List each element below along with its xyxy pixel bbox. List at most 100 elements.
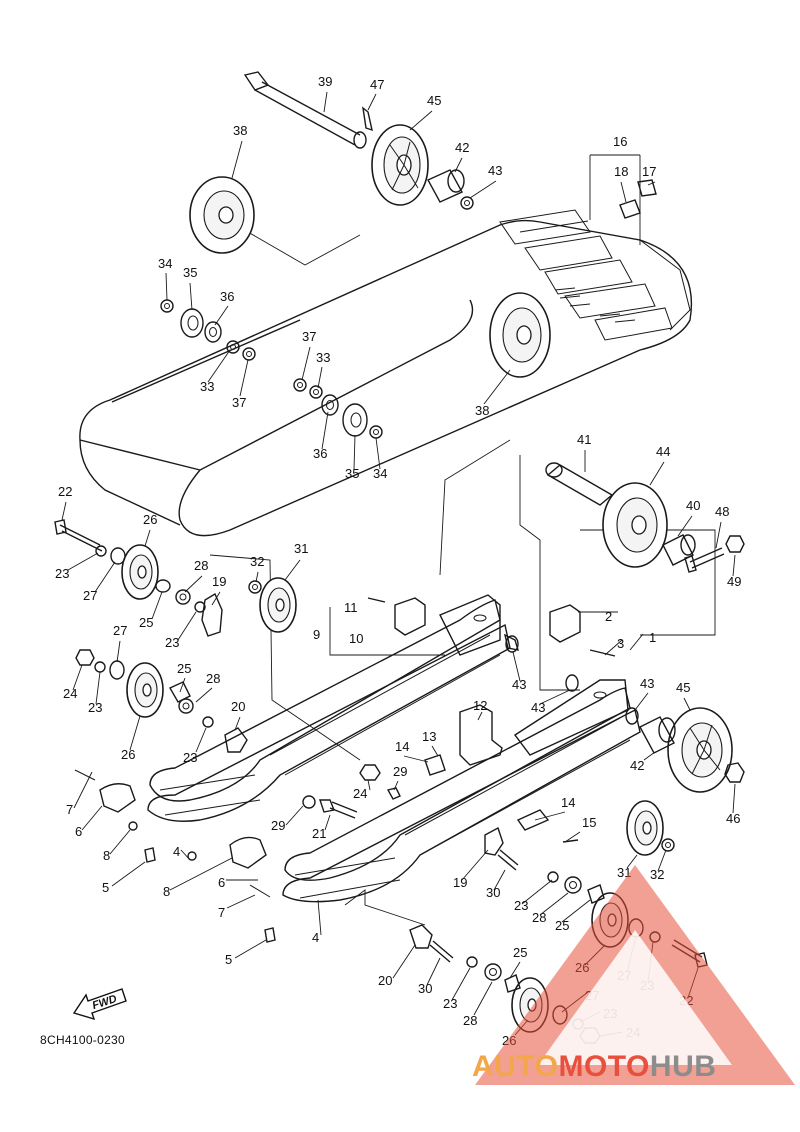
callout: 49 xyxy=(727,574,741,589)
callout: 14 xyxy=(561,795,575,810)
callout: 36 xyxy=(220,289,234,304)
callout: 28 xyxy=(463,1013,477,1028)
callout: 23 xyxy=(183,750,197,765)
watermark-text: AUTOMOTOHUB xyxy=(472,1050,797,1084)
callout: 29 xyxy=(271,818,285,833)
callout: 12 xyxy=(473,698,487,713)
callout: 6 xyxy=(218,875,225,890)
callout: 7 xyxy=(218,905,225,920)
callout: 27 xyxy=(113,623,127,638)
callout: 17 xyxy=(642,164,656,179)
callout: 43 xyxy=(531,700,545,715)
clips-17-18 xyxy=(619,179,657,219)
callout: 20 xyxy=(231,699,245,714)
callout: 23 xyxy=(443,996,457,1011)
callout: 23 xyxy=(165,635,179,650)
diagram-code-label: 8CH4100-0230 xyxy=(40,1033,125,1047)
callout: 33 xyxy=(316,350,330,365)
callout: 47 xyxy=(370,77,384,92)
callout: 44 xyxy=(656,444,670,459)
callout: 15 xyxy=(582,815,596,830)
callout: 19 xyxy=(453,875,467,890)
callout: 13 xyxy=(422,729,436,744)
callout: 35 xyxy=(183,265,197,280)
callout: 18 xyxy=(614,164,628,179)
callout: 43 xyxy=(488,163,502,178)
callout-leaders xyxy=(61,91,736,1037)
washer-43-top xyxy=(460,196,474,210)
callout: 24 xyxy=(63,686,77,701)
callout: 8 xyxy=(103,848,110,863)
callout: 30 xyxy=(486,885,500,900)
callout: 22 xyxy=(58,484,72,499)
callout: 37 xyxy=(232,395,246,410)
fwd-arrow-icon: FWD xyxy=(72,988,127,1021)
callout: 5 xyxy=(225,952,232,967)
leader-lines xyxy=(209,154,716,926)
callout: 9 xyxy=(313,627,320,642)
callout: 23 xyxy=(55,566,69,581)
callout: 34 xyxy=(158,256,172,271)
watermark-part-auto: AUTO xyxy=(472,1050,559,1083)
callout: 39 xyxy=(318,74,332,89)
callout: 32 xyxy=(250,554,264,569)
callout: 2 xyxy=(605,609,612,624)
callout: 28 xyxy=(532,910,546,925)
callout: 4 xyxy=(312,930,319,945)
callout: 45 xyxy=(676,680,690,695)
callout: 24 xyxy=(353,786,367,801)
callout: 42 xyxy=(630,758,644,773)
callout: 25 xyxy=(555,918,569,933)
callout: 7 xyxy=(66,802,73,817)
callout: 33 xyxy=(200,379,214,394)
callout: 43 xyxy=(512,677,526,692)
callout: 38 xyxy=(475,403,489,418)
callout: 40 xyxy=(686,498,700,513)
callout: 26 xyxy=(121,747,135,762)
rear-axle-shaft-39 xyxy=(243,71,367,149)
watermark-part-hub: HUB xyxy=(649,1050,717,1083)
callout: 43 xyxy=(640,676,654,691)
callout: 28 xyxy=(206,671,220,686)
callout: 25 xyxy=(513,945,527,960)
slide-rail-right-4 xyxy=(282,679,641,903)
callout: 23 xyxy=(88,700,102,715)
callout: 35 xyxy=(345,466,359,481)
collar-42-top xyxy=(427,169,465,203)
callout: 32 xyxy=(650,867,664,882)
callout: 37 xyxy=(302,329,316,344)
pin-47 xyxy=(362,106,373,132)
callout: 25 xyxy=(139,615,153,630)
callout: 5 xyxy=(102,880,109,895)
callout: 10 xyxy=(349,631,363,646)
slide-rail-left-4 xyxy=(147,594,511,822)
callout: 14 xyxy=(395,739,409,754)
callout: 36 xyxy=(313,446,327,461)
callout: 48 xyxy=(715,504,729,519)
callout: 30 xyxy=(418,981,432,996)
callout: 34 xyxy=(373,466,387,481)
drive-track-belt xyxy=(79,209,693,537)
callout: 19 xyxy=(212,574,226,589)
callout: 25 xyxy=(177,661,191,676)
callout: 27 xyxy=(83,588,97,603)
callout: 41 xyxy=(577,432,591,447)
callout: 45 xyxy=(427,93,441,108)
callout: 3 xyxy=(617,636,624,651)
callout: 16 xyxy=(613,134,627,149)
callout: 29 xyxy=(393,764,407,779)
callout: 20 xyxy=(378,973,392,988)
callout: 1 xyxy=(649,630,656,645)
callout: 38 xyxy=(233,123,247,138)
callout: 8 xyxy=(163,884,170,899)
callout: 28 xyxy=(194,558,208,573)
callout-labels: 39 47 45 38 42 43 16 18 17 34 35 36 37 3… xyxy=(55,74,741,1048)
callout: 31 xyxy=(294,541,308,556)
callout: 46 xyxy=(726,811,740,826)
callout: 4 xyxy=(173,844,180,859)
callout: 11 xyxy=(344,600,358,615)
track-lug-cluster xyxy=(499,209,691,341)
watermark-triangle-logo xyxy=(475,865,795,1085)
callout: 6 xyxy=(75,824,82,839)
slider-caps xyxy=(74,769,276,943)
